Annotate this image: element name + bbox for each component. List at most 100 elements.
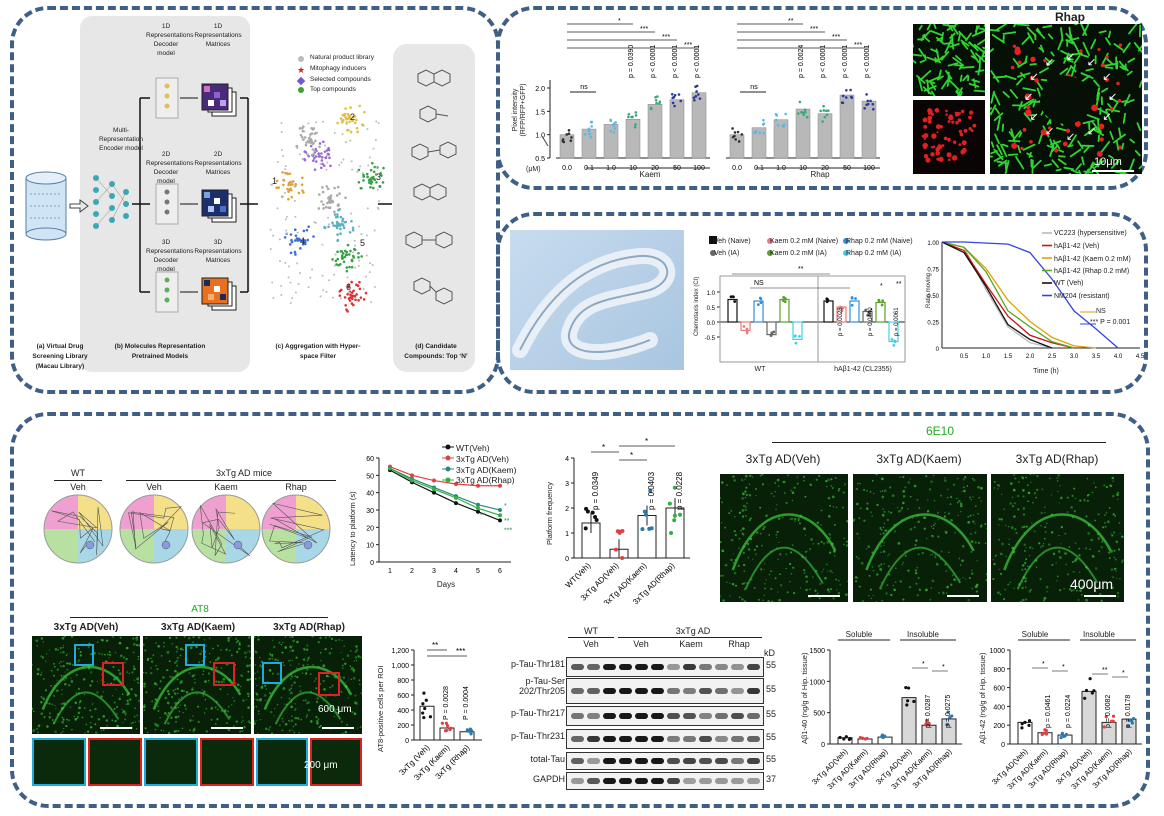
brain-cell [230,703,233,706]
brain-cell [1008,538,1010,541]
chemo-point [892,343,896,347]
at8-annot: ** [432,641,438,650]
brain-cell [904,554,907,558]
mito-dot [930,152,935,157]
chemo-point [893,339,897,343]
lat-line [389,467,501,511]
dec2-label: 2D Representations Decoder model [146,151,194,185]
mito-fiber [947,62,959,67]
tsne-point [280,149,283,152]
brain-cell [975,590,979,593]
surv-ytick-label: 0.75 [927,268,939,274]
brain-cell [837,579,840,582]
brain-cell [318,707,321,710]
tsne-point [297,191,301,195]
brain-cell [122,710,126,713]
brain-cell [125,646,129,650]
brain-cell [355,645,358,648]
tsne-point [301,176,304,180]
mitophagy-panel [496,6,1148,190]
brain-cell [291,729,293,731]
brain-cell [199,652,202,656]
tsne-point [296,147,299,150]
lat-annot: * [504,503,507,510]
mito-fiber [913,53,923,57]
chemo-point [838,305,842,309]
brain-cell [94,731,98,734]
tsne-point [357,299,360,302]
ab-pval: p = 0.0287 [925,695,932,728]
brain-cell [86,730,90,733]
tsne-point [331,296,334,299]
brain-cell [755,545,759,548]
brain-cell [317,641,320,644]
brain-cell [774,482,777,484]
at8-point [465,728,469,732]
brain-cell [776,504,778,506]
mito-ytick-label: 0.5 [535,156,545,163]
tsne-point [307,136,311,140]
blot-size: 37 [766,774,777,784]
ab-point [848,737,852,741]
brain-cell [60,660,63,663]
ab-ytick-label: 0 [1001,742,1005,749]
brain-cell [157,705,159,707]
tsne-point [307,122,310,125]
mito-dot [968,115,972,120]
brain-cell [56,668,60,671]
brain-cell [859,482,861,485]
brain-cell [745,493,748,496]
mito-dot [1097,48,1101,52]
brain-cell [133,667,136,671]
lat-point [454,482,458,486]
blot-band [715,688,728,694]
tsne-point [322,120,325,123]
brain-cell [350,650,352,652]
chemo-legend-4: Kaem 0.2 mM (IA) [770,250,827,257]
brain-cell [871,566,874,568]
brain-cell [974,541,977,544]
mito-rhap-point [823,115,827,119]
tsne-scatter [269,104,385,313]
tsne-point [337,222,340,225]
brain-cell [230,654,233,657]
brain-cell [236,650,239,654]
lat-xtick-label: 5 [476,568,480,575]
brain-cell [1013,477,1017,480]
mito-dot [1118,145,1123,150]
mito-dot [969,110,974,115]
mito-dot [1062,141,1068,147]
at8-point [422,691,426,695]
mito-dot [951,155,958,161]
brain-cell [220,667,223,669]
tsne-point [345,308,348,311]
brain-cell [886,584,889,587]
legend-grey-dot [298,56,304,62]
ab40-ylabel: Aβ1-40 (ng/g of Hip. tissue) [800,652,809,744]
mito-dot [929,109,933,114]
tsne-point [335,226,339,230]
lat-point [498,483,502,488]
at8-pval: P = 0.0004 [463,686,470,720]
lat-legend-1: 3xTg AD(Veh) [456,454,509,464]
brain-cell [156,683,158,686]
brain-cell [118,641,122,645]
brain-cell [288,729,291,732]
brain-cell [902,495,906,498]
brain-cell [1017,508,1020,511]
at8-point [422,715,426,720]
brain-cell [829,587,833,591]
brain-cell [268,657,271,661]
brain-cell [835,578,837,581]
mito-fiber [993,112,1004,122]
brain-cell [935,562,939,566]
brain-cell [202,695,205,697]
brain-cell [962,577,964,579]
mito-fiber [1059,67,1069,75]
blot-band [731,664,744,670]
plat-pval: p = 0.0228 [675,471,684,510]
brain-cell [110,682,112,685]
surv-xtick-label: 3.5 [1092,354,1101,360]
tsne-point [280,122,283,125]
brain-cell [855,487,858,491]
